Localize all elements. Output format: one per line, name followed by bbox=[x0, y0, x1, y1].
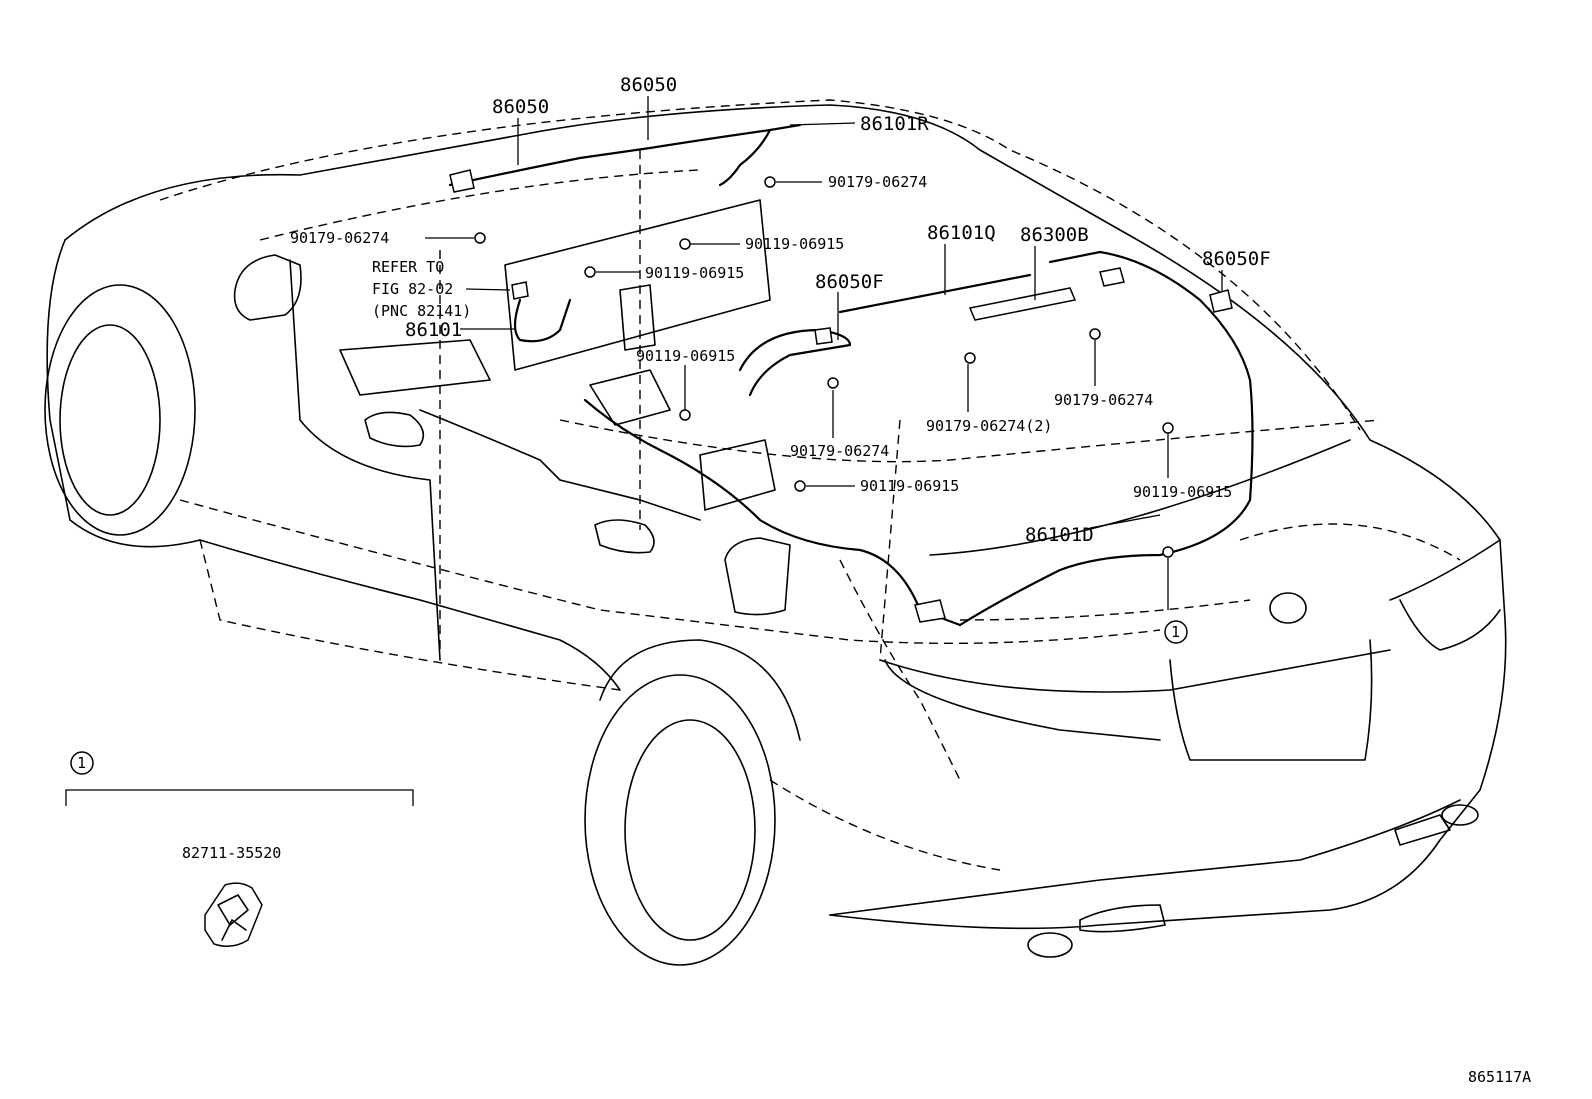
clip-90179-a bbox=[474, 232, 486, 244]
cable-86050-left bbox=[448, 146, 652, 187]
cable-86101 bbox=[513, 298, 572, 343]
label-90179-b: 90179-06274 bbox=[290, 229, 389, 247]
antenna-cables bbox=[448, 123, 1254, 627]
label-86101: 86101 bbox=[405, 319, 462, 341]
bolt-90119-c bbox=[679, 409, 691, 421]
part-labels: 86050 86050 86101R 90179-06274 90179-062… bbox=[290, 74, 1271, 546]
label-86050-left: 86050 bbox=[492, 96, 549, 118]
clamp-82711-drawing bbox=[204, 882, 263, 947]
label-refer-line3: (PNC 82141) bbox=[372, 302, 471, 320]
clip-90179-d bbox=[964, 352, 976, 364]
cable-86101Q bbox=[838, 273, 1032, 314]
label-86050F-mid: 86050F bbox=[815, 271, 884, 293]
label-90119-d: 90119-06915 bbox=[860, 477, 959, 495]
label-90179-d: 90179-06274(2) bbox=[926, 417, 1052, 435]
bolt-90119-b bbox=[584, 266, 596, 278]
cable-86101R bbox=[718, 128, 772, 187]
clamp-mid bbox=[814, 327, 833, 345]
label-90119-e: 90119-06915 bbox=[1133, 483, 1232, 501]
callout-main-number: 1 bbox=[1171, 623, 1180, 641]
label-90179-c: 90179-06274 bbox=[1054, 391, 1153, 409]
clamp-roof bbox=[449, 169, 475, 193]
clamp-trunk bbox=[914, 599, 946, 623]
callout-detail-number: 1 bbox=[77, 754, 86, 772]
detail-inset: 1 82711-35520 bbox=[65, 751, 414, 947]
label-refer-line1: REFER TO bbox=[372, 258, 444, 276]
bolt-90119-e bbox=[1162, 422, 1174, 434]
label-refer-line2: FIG 82-02 bbox=[372, 280, 453, 298]
bolt-90119-d bbox=[794, 480, 806, 492]
bolt-90119-a bbox=[679, 238, 691, 250]
label-86050-top: 86050 bbox=[620, 74, 677, 96]
leader-lines bbox=[425, 96, 1223, 610]
hidden-edges bbox=[159, 99, 1461, 871]
clip-90179-e bbox=[1089, 328, 1101, 340]
label-86101R: 86101R bbox=[860, 113, 929, 135]
car-body-outline bbox=[44, 104, 1507, 966]
callout-main: 1 bbox=[1164, 620, 1188, 644]
cable-front-run bbox=[583, 398, 962, 627]
label-82711: 82711-35520 bbox=[182, 844, 281, 862]
label-90119-c: 90119-06915 bbox=[636, 347, 735, 365]
label-86101Q: 86101Q bbox=[927, 222, 996, 244]
clip-90179-b bbox=[764, 176, 776, 188]
label-86300B: 86300B bbox=[1020, 224, 1089, 246]
clip-90179-c bbox=[827, 377, 839, 389]
clip-callout-1 bbox=[1162, 546, 1174, 558]
connector-86050F-right bbox=[1209, 289, 1233, 313]
label-90119-b: 90119-06915 bbox=[645, 264, 744, 282]
label-90179-e: 90179-06274 bbox=[790, 442, 889, 460]
cable-86050-top bbox=[648, 123, 802, 150]
label-86050F-right: 86050F bbox=[1202, 248, 1271, 270]
clamp-86101 bbox=[511, 281, 529, 300]
cable-86050F-mid bbox=[738, 328, 852, 397]
label-90179-a: 90179-06274 bbox=[828, 173, 927, 191]
clamp-rear bbox=[1099, 267, 1125, 287]
module-86300B bbox=[968, 287, 1077, 321]
cable-right-run bbox=[958, 250, 1254, 627]
label-90119-a: 90119-06915 bbox=[745, 235, 844, 253]
figure-id: 865117A bbox=[1468, 1068, 1531, 1086]
label-86101D: 86101D bbox=[1025, 524, 1094, 546]
